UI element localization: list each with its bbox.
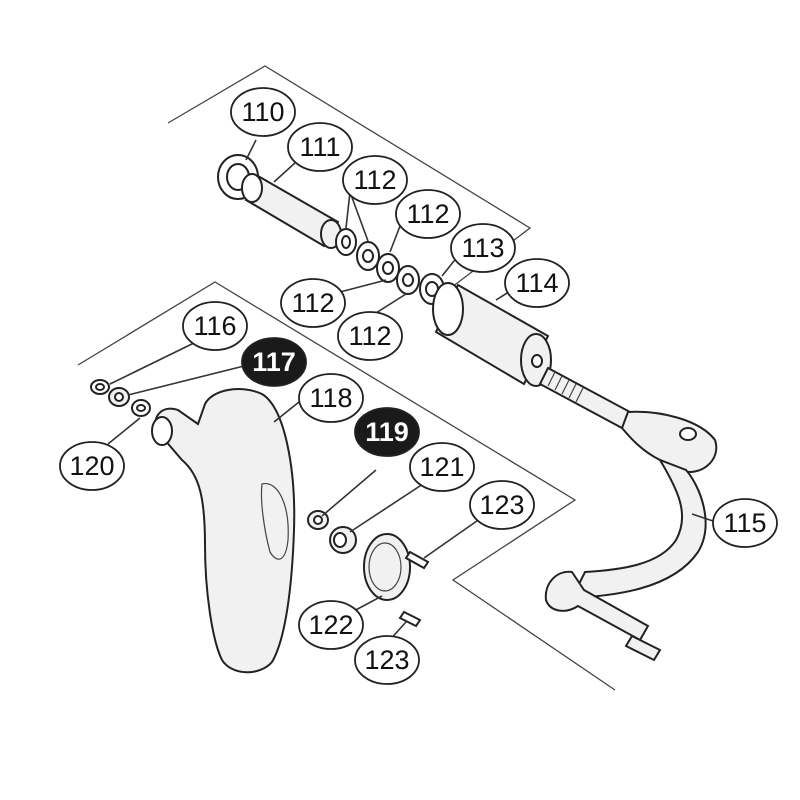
callout-114-label: 114 bbox=[515, 268, 558, 298]
callout-112-b-label: 112 bbox=[406, 199, 449, 229]
part-118-handle-knob bbox=[151, 388, 296, 674]
callout-123-a: 123 bbox=[469, 480, 535, 530]
callout-117: 117 bbox=[241, 337, 307, 387]
part-122-cap bbox=[363, 533, 411, 601]
part-115-handle-arm bbox=[538, 366, 718, 662]
callout-114: 114 bbox=[504, 258, 570, 308]
callout-113-label: 113 bbox=[461, 233, 504, 263]
callout-116: 116 bbox=[182, 301, 248, 351]
part-111-sleeve bbox=[241, 173, 342, 249]
callout-112-a: 112 bbox=[342, 155, 408, 205]
callout-112-c-label: 112 bbox=[291, 288, 334, 318]
group-boundary-lower bbox=[77, 281, 616, 691]
part-114-collar bbox=[432, 282, 552, 387]
callout-111-label: 111 bbox=[299, 132, 340, 162]
part-117-bearing bbox=[108, 387, 130, 407]
callout-119-label: 119 bbox=[365, 417, 409, 447]
callout-118: 118 bbox=[298, 373, 364, 423]
part-120-washer bbox=[131, 399, 151, 417]
callout-112-d: 112 bbox=[337, 311, 403, 361]
callout-112-c: 112 bbox=[280, 278, 346, 328]
callout-115-label: 115 bbox=[723, 508, 766, 538]
callout-110-label: 110 bbox=[241, 97, 284, 127]
callout-123-b-label: 123 bbox=[364, 645, 409, 675]
callout-110: 110 bbox=[230, 87, 296, 137]
callout-116-label: 116 bbox=[193, 311, 236, 341]
callout-111: 111 bbox=[287, 122, 353, 172]
callout-120-label: 120 bbox=[69, 451, 114, 481]
callout-123-a-label: 123 bbox=[479, 490, 524, 520]
part-123-screw-lower bbox=[398, 610, 422, 628]
callout-121: 121 bbox=[409, 442, 475, 492]
callout-122: 122 bbox=[298, 600, 364, 650]
part-121-bushing bbox=[329, 526, 357, 554]
callout-113: 113 bbox=[450, 223, 516, 273]
callout-118-label: 118 bbox=[309, 383, 352, 413]
callout-112-d-label: 112 bbox=[348, 321, 391, 351]
callout-123-b: 123 bbox=[354, 635, 420, 685]
callout-117-label: 117 bbox=[252, 347, 296, 377]
part-116-washer bbox=[90, 379, 110, 395]
callout-112-b: 112 bbox=[395, 189, 461, 239]
callout-120: 120 bbox=[59, 441, 125, 491]
callout-112-a-label: 112 bbox=[353, 165, 396, 195]
callout-122-label: 122 bbox=[308, 610, 353, 640]
part-112-washers bbox=[335, 228, 420, 295]
part-123-screw-upper bbox=[404, 550, 430, 570]
callout-121-label: 121 bbox=[419, 452, 464, 482]
callout-119: 119 bbox=[354, 407, 420, 457]
callout-115: 115 bbox=[712, 498, 778, 548]
